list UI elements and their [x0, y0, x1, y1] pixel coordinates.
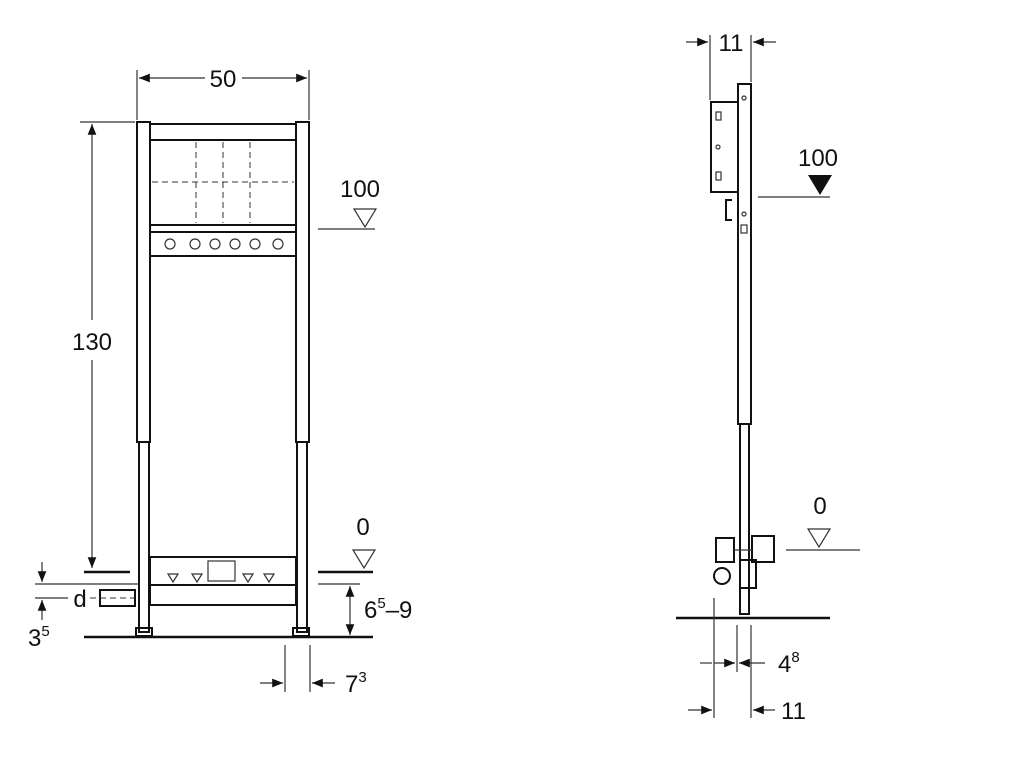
post-offset-dimension: 48 — [778, 649, 800, 678]
depth-top-dimension: 11 — [719, 30, 744, 57]
level-marker-icon — [806, 528, 832, 549]
depth-bottom-dimension: 11 — [781, 698, 806, 725]
bracket-height-dimension: 65–9 — [364, 595, 412, 624]
side-view: 11 100 0 48 11 — [676, 30, 860, 725]
level-100-label: 100 — [340, 176, 380, 203]
width-dimension: 50 — [210, 66, 237, 93]
pipe-height-dimension: 35 — [28, 623, 50, 652]
front-view: 50 130 d 100 0 — [28, 66, 412, 698]
side-level-100-label: 100 — [798, 145, 838, 172]
height-dimension: 130 — [72, 329, 112, 356]
foot-offset-dimension: 73 — [345, 669, 367, 698]
level-0-label: 0 — [356, 514, 369, 541]
level-marker-icon — [352, 208, 378, 229]
side-level-0-label: 0 — [813, 493, 826, 520]
pipe-diameter-label: d — [73, 586, 86, 613]
level-marker-filled-icon — [808, 175, 832, 195]
level-marker-icon — [351, 549, 377, 570]
